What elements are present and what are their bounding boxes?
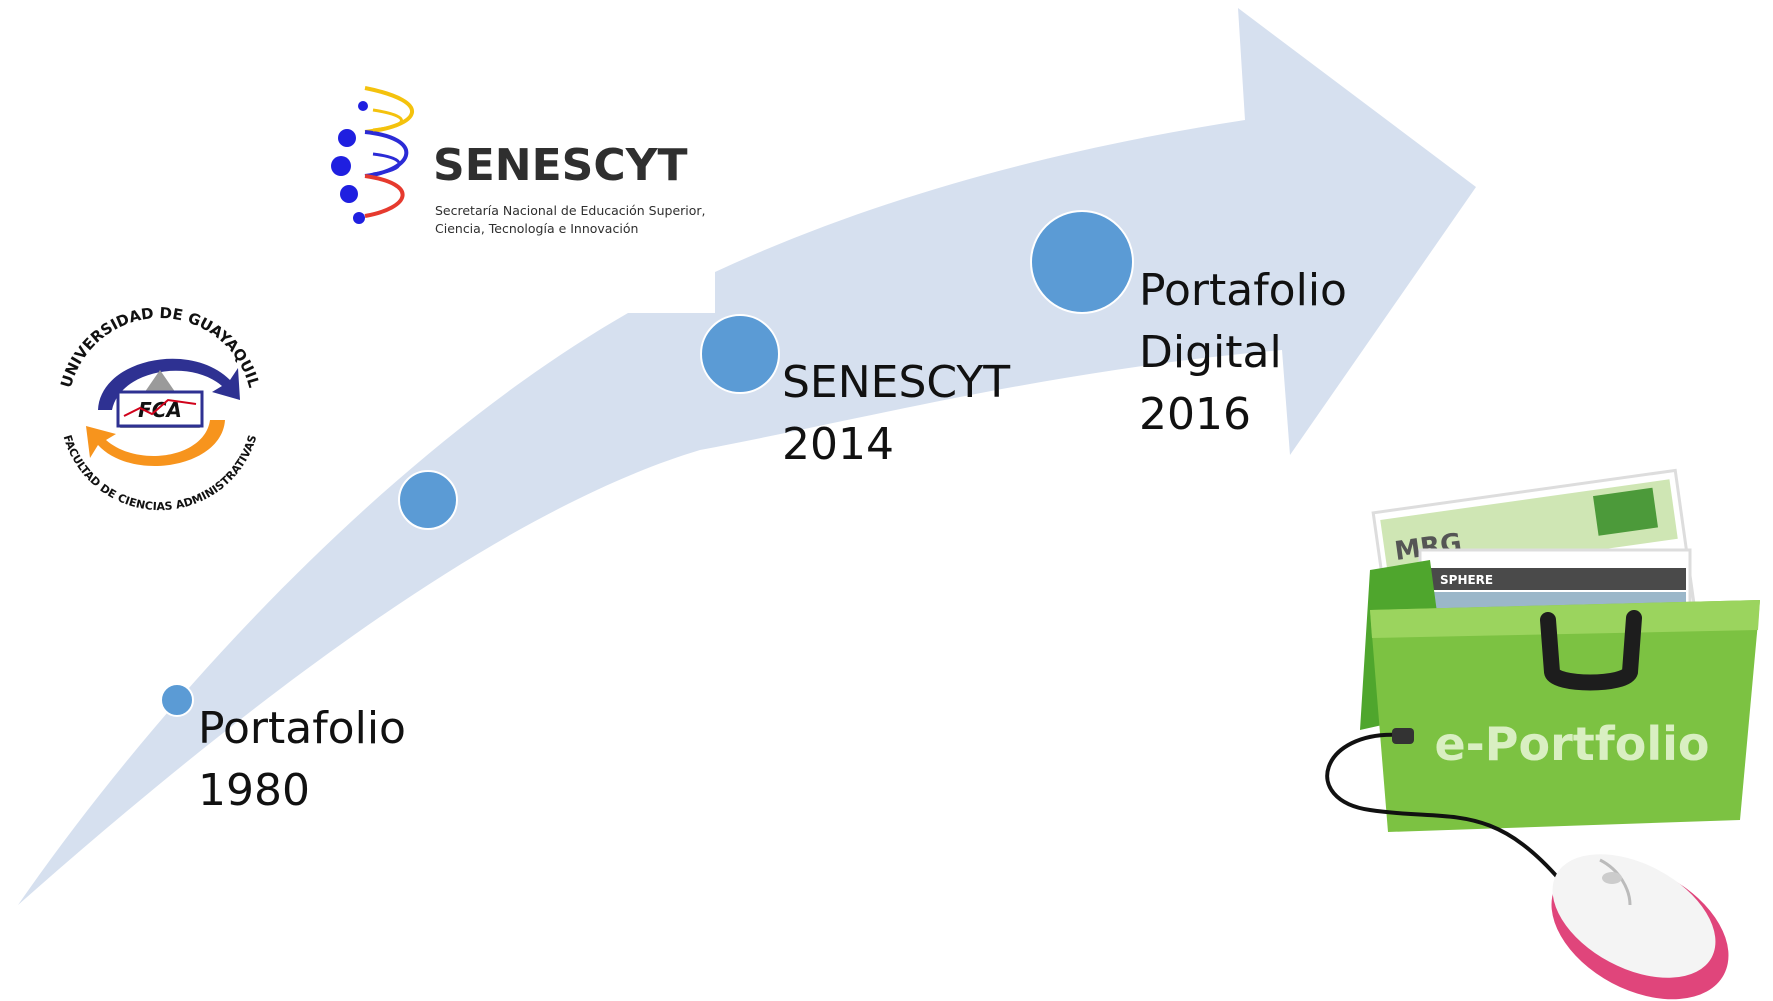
ug-orange-swoosh-icon xyxy=(86,420,225,467)
milestone-label-line: SENESCYT xyxy=(782,357,1011,408)
mouse-cable-icon xyxy=(1325,732,1562,882)
milestone-label-line: Portafolio xyxy=(198,703,406,754)
senescyt-logo: SENESCYT Secretaría Nacional de Educació… xyxy=(331,86,706,236)
milestone-dot-middle xyxy=(398,470,458,530)
folder-handle-icon xyxy=(1540,610,1642,691)
milestone-label-line: 1980 xyxy=(198,765,310,816)
milestone-label-2016: Portafolio Digital 2016 xyxy=(1139,260,1347,446)
ug-trend-line-icon xyxy=(123,398,197,417)
milestone-label-line: 2016 xyxy=(1139,389,1251,440)
senescyt-name: SENESCYT xyxy=(433,140,687,191)
card-logo-sphere: SPHERE xyxy=(1440,573,1493,587)
senescyt-swirl-icon xyxy=(364,86,414,218)
milestone-label-1980: Portafolio 1980 xyxy=(198,698,406,822)
senescyt-subtitle-line1: Secretaría Nacional de Educación Superio… xyxy=(435,203,706,218)
folder-highlight xyxy=(1370,600,1760,638)
folder-label: e-Portfolio xyxy=(1434,717,1709,771)
milestone-dot-2016 xyxy=(1030,210,1134,314)
ug-navy-swoosh-icon xyxy=(98,358,240,410)
folder-front-icon xyxy=(1370,600,1760,832)
milestone-dot-2014 xyxy=(700,314,780,394)
senescyt-subtitle-line2: Ciencia, Tecnología e Innovación xyxy=(435,221,638,236)
senescyt-dots-icon xyxy=(331,101,368,224)
computer-mouse-icon xyxy=(1551,854,1729,1000)
universidad-guayaquil-logo: UNIVERSIDAD DE GUAYAQUIL FACULTAD DE CIE… xyxy=(57,304,263,513)
milestone-label-2014: SENESCYT 2014 xyxy=(782,352,1010,476)
milestone-dot-1980 xyxy=(160,683,194,717)
milestone-label-line: 2014 xyxy=(782,419,894,470)
ug-monitor-icon xyxy=(116,390,204,428)
milestone-label-line: Portafolio xyxy=(1139,265,1347,316)
eportfolio-illustration: MRG SPHERE e-Portfolio xyxy=(1325,468,1760,1000)
milestone-label-line: Digital xyxy=(1139,327,1282,378)
cable-plug-icon xyxy=(1392,728,1414,744)
